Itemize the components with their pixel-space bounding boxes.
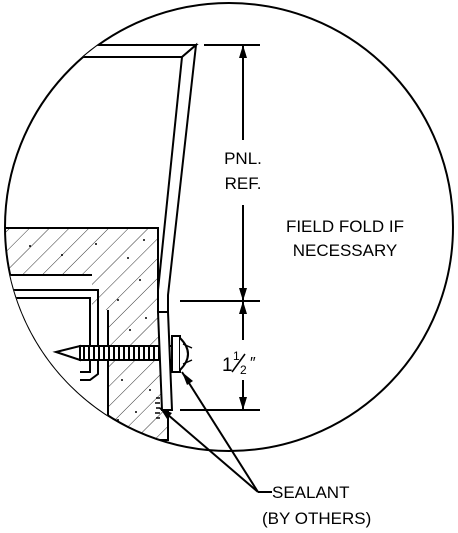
dimension-label: 1 1 2 ″ <box>222 349 256 377</box>
dimension-fraction-den: 2 <box>240 363 247 377</box>
sealant-bead <box>155 397 160 419</box>
pnl-ref-label-line2: REF. <box>225 174 262 193</box>
field-fold-label-line2: NECESSARY <box>293 241 398 260</box>
dimension-whole: 1 <box>222 355 233 376</box>
dimension-lines <box>180 44 260 411</box>
sealant-label-line2: (BY OTHERS) <box>262 509 371 528</box>
field-fold-label-line1: FIELD FOLD IF <box>286 217 404 236</box>
pnl-ref-label-line1: PNL. <box>224 149 262 168</box>
dimension-inch-mark: ″ <box>250 355 256 372</box>
sealant-leaders <box>159 371 272 493</box>
clipped-detail-content <box>5 42 260 441</box>
screw-fastener <box>52 335 193 373</box>
steel-girt <box>5 289 99 381</box>
dimension-arrows <box>239 45 247 410</box>
dimension-fraction-num: 1 <box>233 349 240 363</box>
sealant-label-line1: SEALANT <box>272 483 349 502</box>
